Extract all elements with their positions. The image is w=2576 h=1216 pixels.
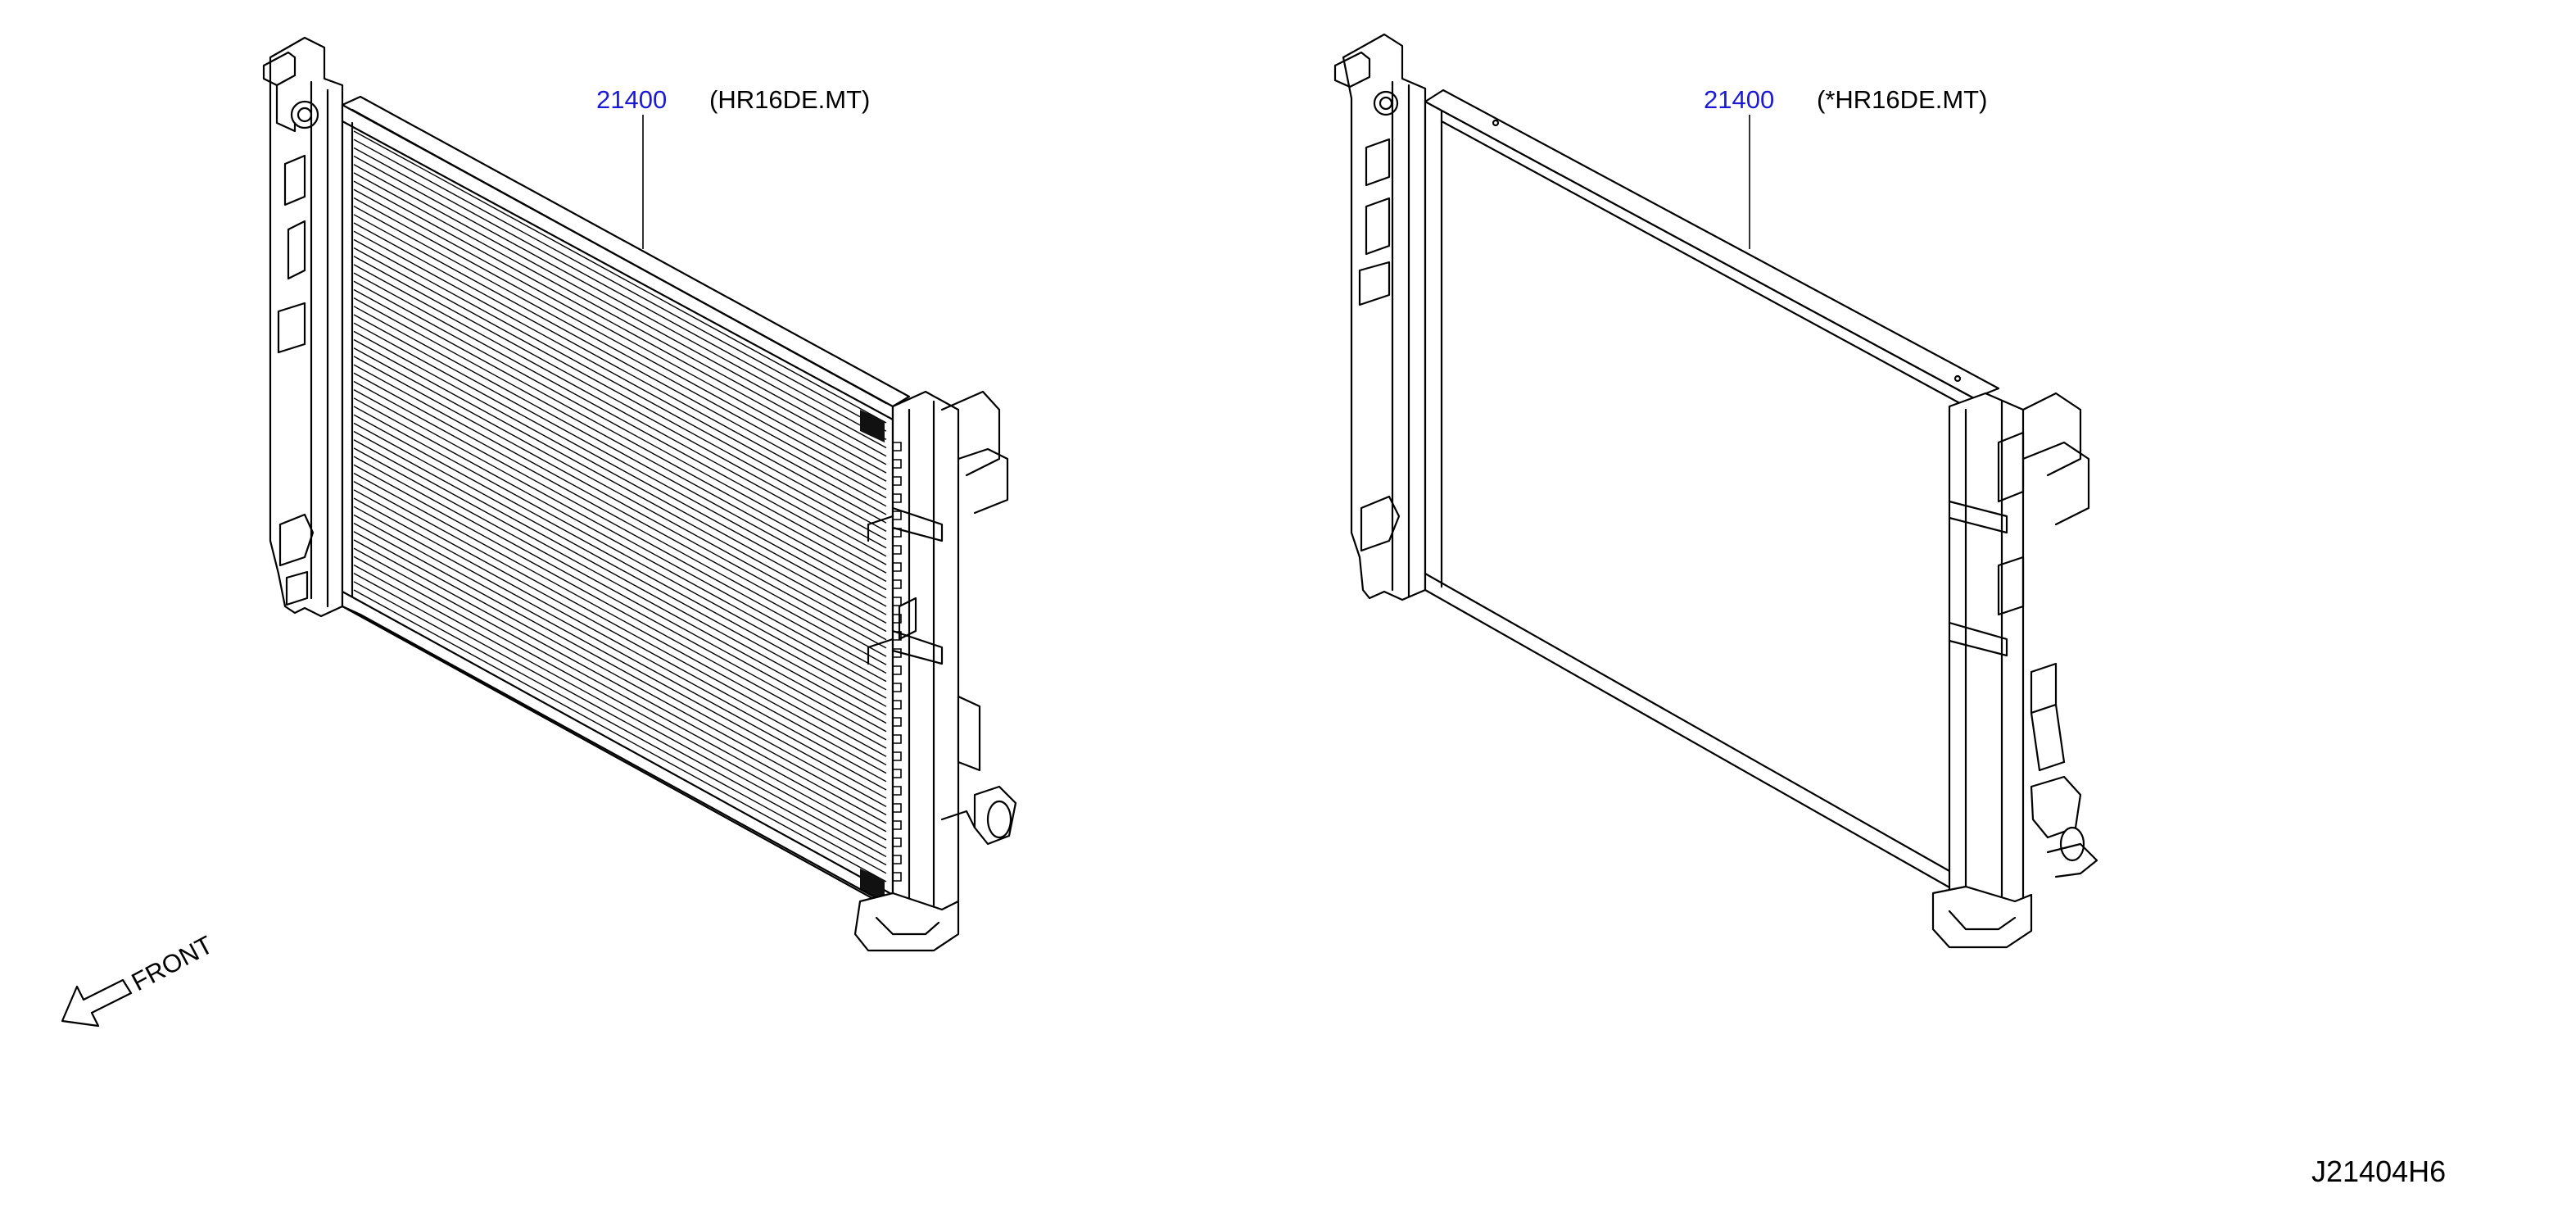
tank-notch: [893, 545, 902, 555]
radiator-fin-line: [353, 564, 887, 858]
radiator-fin-line: [353, 280, 887, 574]
radiator-fin-line: [353, 330, 887, 624]
radiator-fin-line: [353, 288, 887, 583]
tank-notch: [893, 562, 902, 572]
radiator-fin-line: [353, 406, 887, 699]
tank-notch: [893, 579, 902, 589]
radiator-fin-line: [353, 256, 887, 549]
radiator-plain-illustration: [1333, 33, 2098, 949]
radiator-fin-line: [353, 547, 887, 841]
radiator-fin-line: [353, 397, 887, 691]
radiator-fin-line: [353, 197, 887, 491]
tank-notch: [893, 597, 902, 606]
tank-notch: [893, 786, 902, 796]
tank-notch: [893, 683, 902, 692]
radiator-fin-line: [353, 297, 887, 591]
tank-notch: [893, 717, 902, 727]
tank-notch: [893, 855, 902, 864]
tank-notch: [893, 510, 902, 520]
radiator-fin-line: [353, 138, 887, 432]
radiator-fin-line: [353, 556, 887, 849]
radiator-fin-line: [353, 155, 887, 449]
tank-notch: [893, 614, 902, 624]
tank-notch: [893, 665, 902, 675]
radiator-fin-line: [353, 531, 887, 824]
tank-notch: [893, 872, 902, 882]
radiator-fin-line: [353, 214, 887, 507]
radiator-fin-line: [353, 164, 887, 457]
tank-notch: [893, 528, 902, 538]
tank-notch: [893, 751, 902, 761]
radiator-fin-line: [353, 314, 887, 607]
part-variant-label-left: (HR16DE.MT): [709, 85, 870, 114]
part-variant-label-right: (*HR16DE.MT): [1817, 85, 1987, 114]
radiator-fin-line: [353, 238, 887, 532]
radiator-fin-line: [353, 356, 887, 649]
radiator-fin-line: [353, 347, 887, 641]
radiator-fin-line: [353, 573, 887, 866]
tank-notch: [893, 803, 902, 813]
radiator-fin-line: [353, 188, 887, 482]
radiator-with-fins-illustration: [262, 36, 1017, 952]
radiator-fin-line: [353, 372, 887, 665]
radiator-fin-line: [353, 506, 887, 799]
radiator-fin-line: [353, 230, 887, 524]
radiator-fin-line: [353, 264, 887, 557]
tank-notch: [893, 837, 902, 847]
radiator-fin-line: [353, 130, 887, 424]
radiator-fin-line: [353, 497, 887, 791]
radiator-fin-line: [353, 364, 887, 657]
radiator-fin-line: [353, 489, 887, 783]
part-number-link-right[interactable]: 21400: [1704, 85, 1774, 114]
radiator-fin-line: [353, 180, 887, 474]
radiator-fin-line: [353, 172, 887, 465]
radiator-fin-line: [353, 447, 887, 741]
tank-notch: [893, 820, 902, 830]
tank-notch: [893, 700, 902, 710]
radiator-fin-line: [353, 247, 887, 541]
radiator-fin-line: [353, 472, 887, 766]
radiator-fin-line: [353, 430, 887, 724]
tank-notch: [893, 631, 902, 641]
radiator-fin-line: [353, 306, 887, 599]
radiator-fin-line: [353, 539, 887, 833]
radiator-fin-line: [353, 206, 887, 499]
tank-notch: [893, 493, 902, 503]
tank-notch: [893, 476, 902, 486]
illustration-code: J21404H6: [2311, 1155, 2446, 1188]
radiator-fin-line: [353, 322, 887, 615]
radiator-fin-line: [353, 481, 887, 774]
radiator-fin-line: [353, 581, 887, 874]
radiator-fin-line: [353, 589, 887, 883]
radiator-fin-line: [353, 464, 887, 757]
part-number-link-left[interactable]: 21400: [596, 85, 667, 114]
tank-notch: [893, 648, 902, 658]
radiator-fin-line: [353, 514, 887, 807]
radiator-fin-line: [353, 522, 887, 816]
radiator-fin-line: [353, 439, 887, 733]
radiator-fin-line: [353, 389, 887, 683]
tank-notch: [893, 459, 902, 469]
radiator-fin-line: [353, 380, 887, 674]
front-arrow-icon: [61, 978, 133, 1028]
radiator-fin-line: [353, 422, 887, 715]
radiator-fin-line: [353, 222, 887, 515]
tank-notch: [893, 734, 902, 744]
front-direction-label: FRONT: [127, 930, 218, 996]
radiator-fin-line: [353, 456, 887, 749]
radiator-fin-line: [353, 272, 887, 565]
radiator-fin-line: [353, 338, 887, 633]
radiator-fin-line: [353, 414, 887, 707]
radiator-fin-line: [353, 147, 887, 440]
tank-notch: [893, 442, 902, 451]
tank-notch: [893, 769, 902, 778]
